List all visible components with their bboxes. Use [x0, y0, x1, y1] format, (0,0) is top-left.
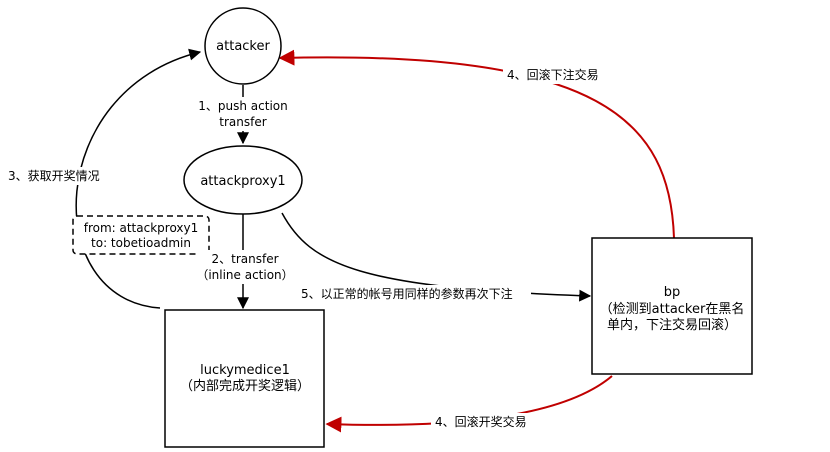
- node-bp-line3: 单内，下注交易回滚）: [607, 317, 737, 333]
- node-bp-line2: （检测到attacker在黑名: [600, 301, 745, 317]
- node-attacker-label: attacker: [216, 39, 270, 54]
- edge-push-action-label: 1、push action transfer: [195, 97, 291, 131]
- node-attacker: attacker: [204, 7, 282, 85]
- node-luckymedice-line1: luckymedice1: [200, 363, 290, 378]
- edge-rollback-bet-label: 4、回滚下注交易: [503, 66, 611, 84]
- node-luckymedice-line2: （内部完成开奖逻辑）: [180, 378, 310, 394]
- edge-normal-bet-text: 5、以正常的帐号用同样的参数再次下注: [301, 286, 513, 301]
- edge-normal-bet: [281, 212, 592, 302]
- edge-get-result-label: 3、获取开奖情况: [4, 167, 112, 185]
- edge-rollback-draw-text: 4、回滚开奖交易: [435, 414, 527, 429]
- edge-normal-bet-label: 5、以正常的帐号用同样的参数再次下注: [297, 285, 531, 303]
- edge-rollback-bet-text: 4、回滚下注交易: [507, 67, 599, 82]
- transfer-note-to: to: tobetioadmin: [91, 236, 191, 250]
- node-luckymedice: luckymedice1 （内部完成开奖逻辑）: [164, 309, 325, 448]
- edge-rollback-bet: [278, 49, 675, 239]
- transfer-note-from: from: attackproxy1: [84, 221, 199, 235]
- edge-transfer-inline-label: 2、transfer （inline action）: [196, 250, 294, 284]
- edge-transfer-inline-line2: （inline action）: [196, 268, 293, 282]
- edge-get-result-text: 3、获取开奖情况: [8, 169, 100, 183]
- node-bp-line1: bp: [664, 285, 681, 300]
- node-attackproxy: attackproxy1: [183, 145, 303, 215]
- edge-rollback-draw-label: 4、回滚开奖交易: [431, 413, 539, 431]
- edge-push-action-line1: 1、push action: [198, 99, 287, 113]
- node-bp: bp （检测到attacker在黑名 单内，下注交易回滚）: [591, 237, 753, 375]
- edge-push-action-line2: transfer: [219, 115, 266, 129]
- edge-get-result: [75, 48, 202, 309]
- node-attackproxy-label: attackproxy1: [200, 174, 285, 189]
- edge-transfer-inline-line1: 2、transfer: [211, 252, 278, 266]
- transfer-note: from: attackproxy1 to: tobetioadmin: [72, 215, 210, 255]
